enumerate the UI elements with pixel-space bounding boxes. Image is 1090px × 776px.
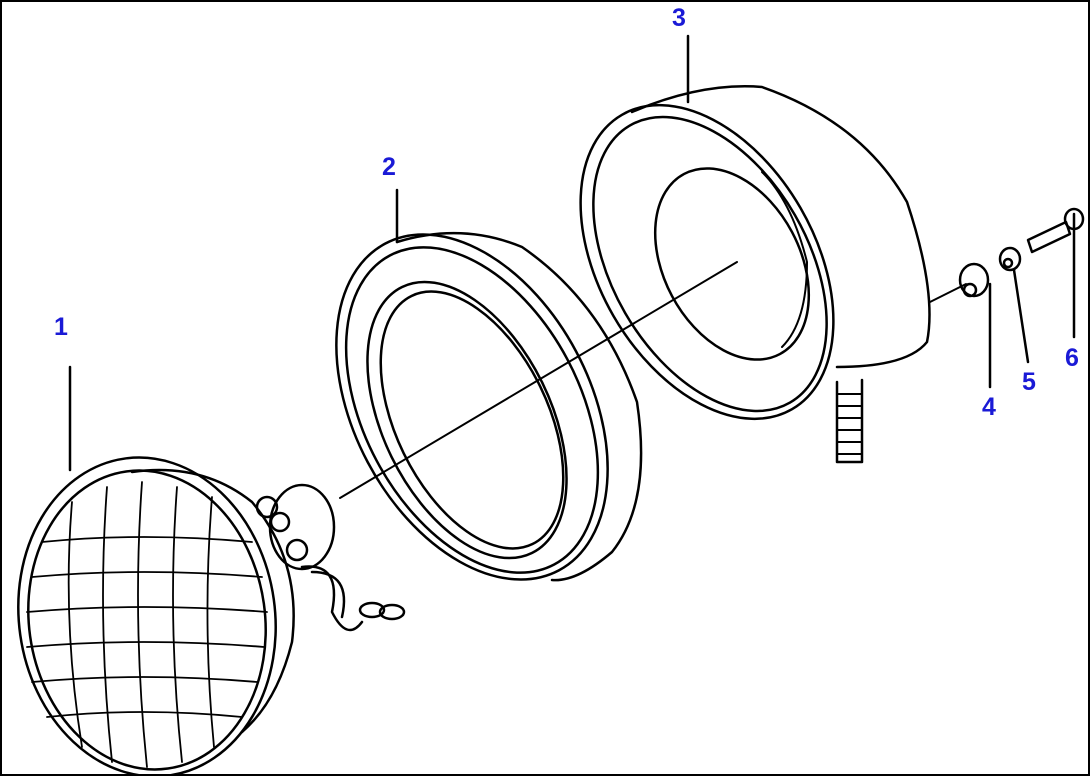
callout-2: 2 bbox=[382, 153, 396, 181]
bolt-icon bbox=[1026, 207, 1085, 254]
callout-6: 6 bbox=[1065, 344, 1079, 372]
washer-icon bbox=[998, 246, 1022, 272]
leader-lines bbox=[68, 34, 1076, 472]
callout-4: 4 bbox=[982, 393, 996, 421]
lamp-housing-icon bbox=[579, 85, 931, 464]
assembly-axis-line bbox=[339, 261, 967, 499]
callout-1: 1 bbox=[54, 313, 68, 341]
mounting-ring-icon bbox=[335, 231, 643, 582]
lamp-unit-icon bbox=[17, 456, 406, 774]
spacer-icon bbox=[958, 262, 990, 298]
callout-5: 5 bbox=[1022, 368, 1036, 396]
callout-3: 3 bbox=[672, 4, 686, 32]
